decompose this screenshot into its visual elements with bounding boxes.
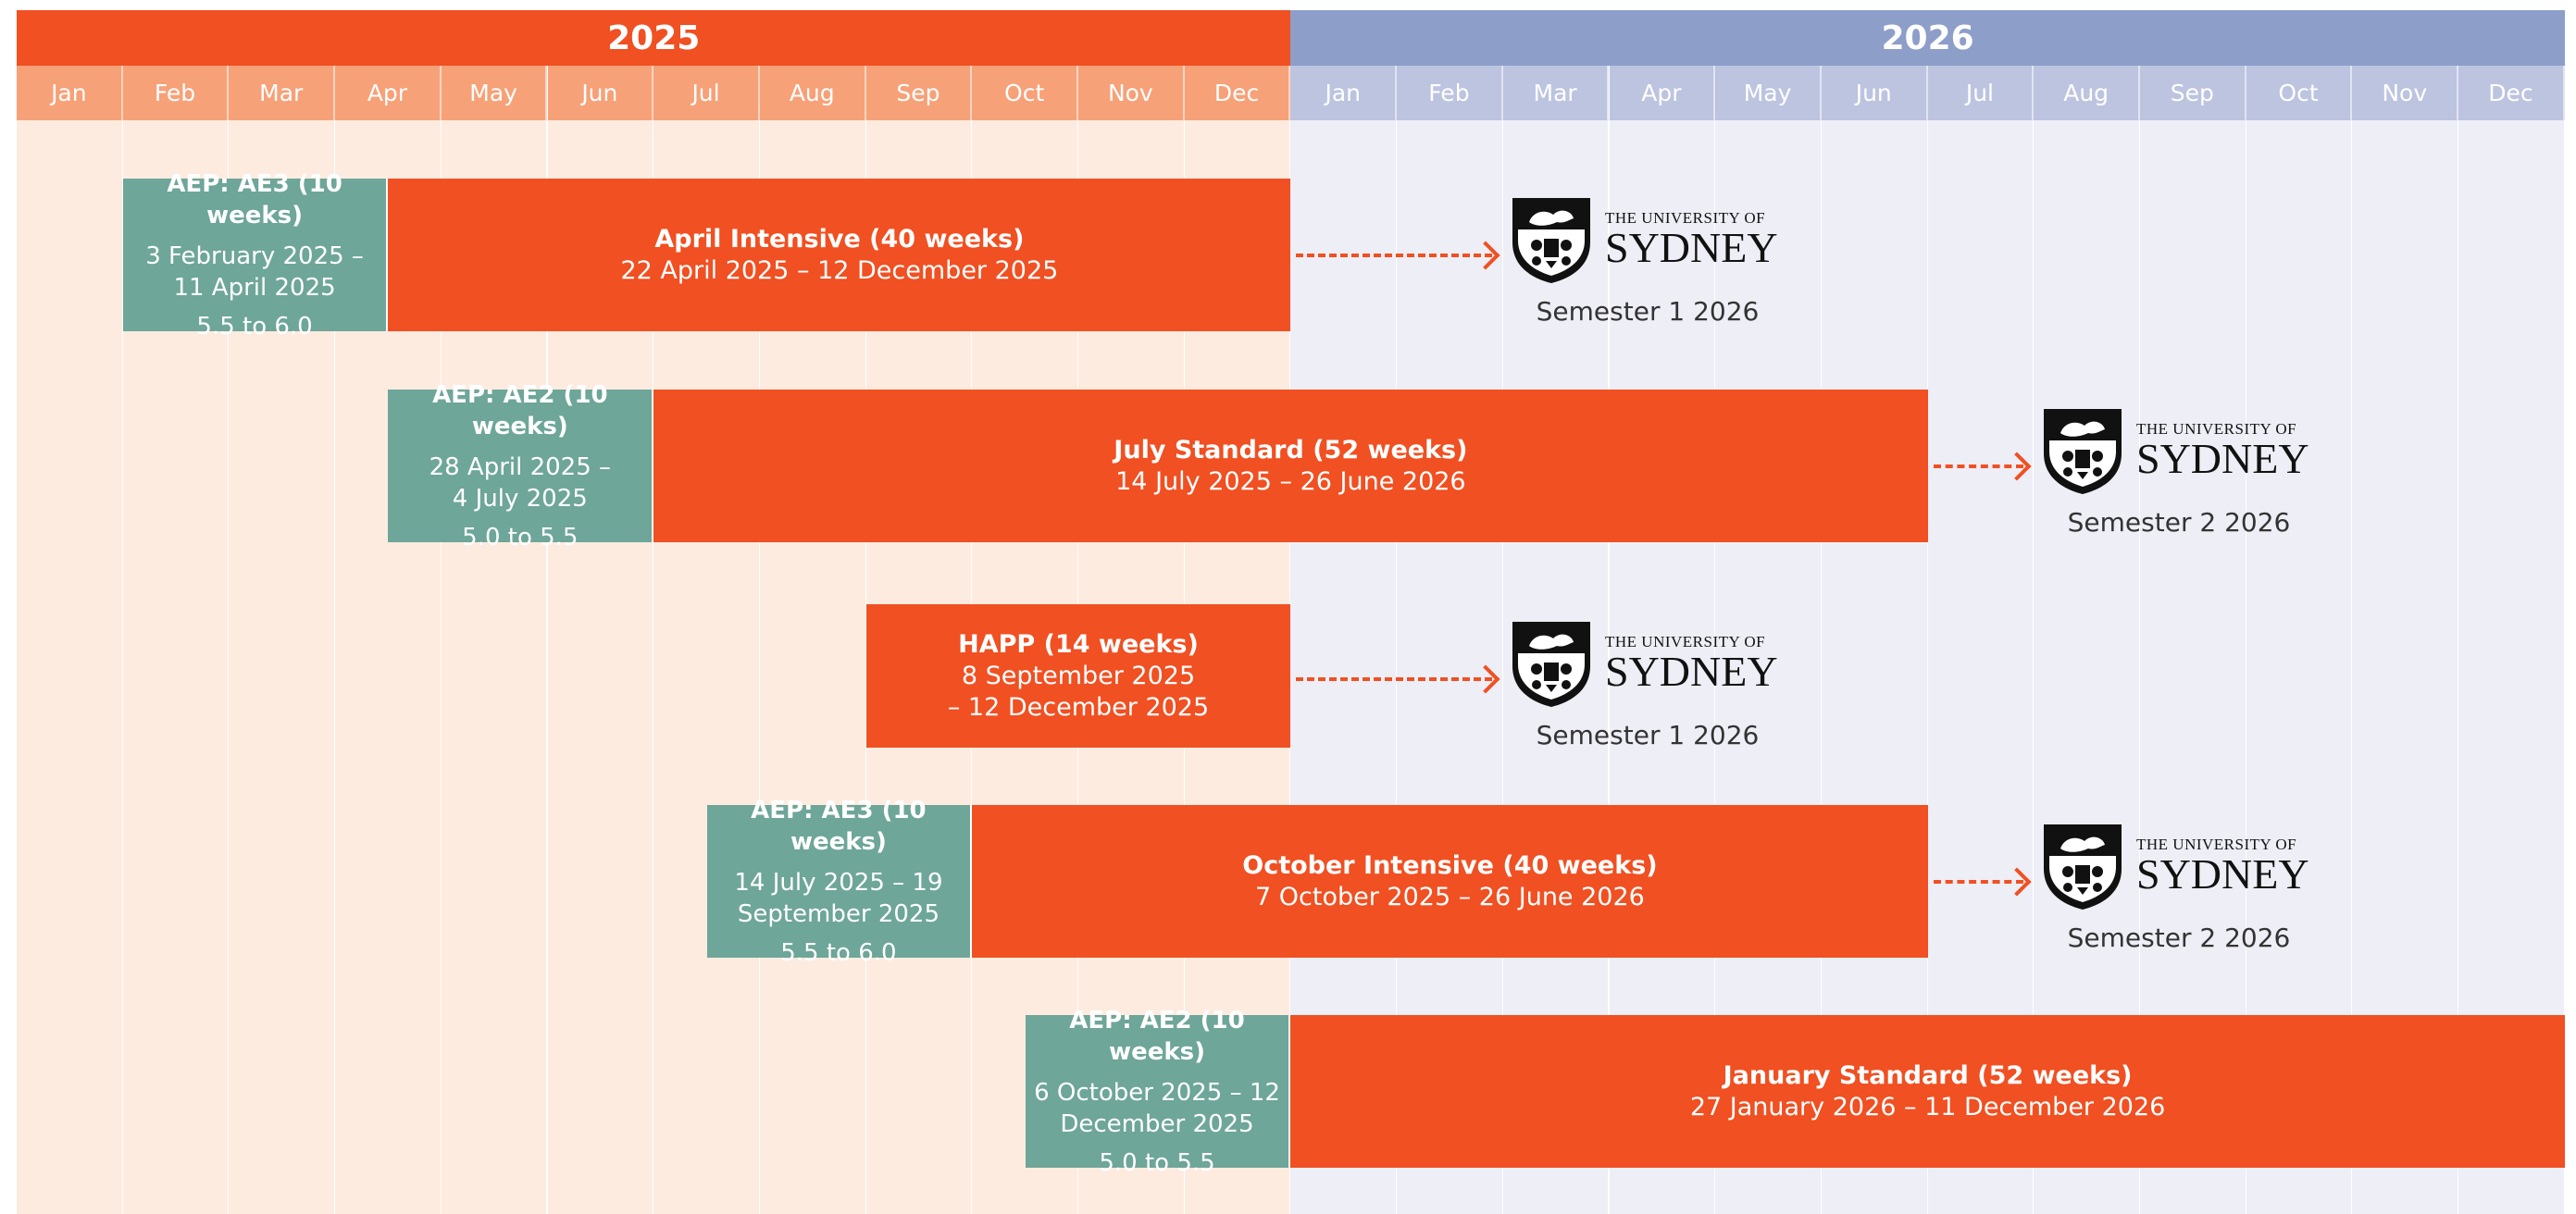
month-header-dec: Dec [1184,66,1291,120]
month-header-nov: Nov [1078,66,1185,120]
month-header-sep: Sep [2140,66,2246,120]
month-header-nov: Nov [2352,66,2459,120]
aep-course-block[interactable]: AEP: AE3 (10 weeks) 3 February 2025 –11 A… [122,170,389,341]
month-header-jun: Jun [1821,66,1928,120]
aep-course-ielts-band: 5.5 to 6.0 [780,938,897,967]
semester-label: Semester 1 2026 [1536,295,1760,327]
university-name-big: SYDNEY [2136,434,2309,482]
year-header-2025: 2025 [17,10,1291,66]
aep-course-title: AEP: AE2 (10 weeks) [1069,1006,1245,1066]
month-column-bg [17,120,123,1214]
month-header-may: May [441,66,548,120]
month-header-mar: Mar [1502,66,1610,120]
month-header-may: May [1715,66,1822,120]
university-crest-icon [2044,408,2122,494]
aep-course-ielts-band: 5.0 to 5.5 [1099,1148,1215,1177]
program-block[interactable]: HAPP (14 weeks)8 September 2025– 12 Dece… [865,604,1291,748]
program-block[interactable]: October Intensive (40 weeks)7 October 20… [972,805,1928,958]
program-dates: 14 July 2025 – 26 June 2026 [1115,466,1466,496]
program-block[interactable]: April Intensive (40 weeks)22 April 2025 … [388,179,1291,331]
program-title: October Intensive (40 weeks) [1242,850,1658,880]
dashed-arrow [1296,676,1492,681]
dashed-arrow [1933,464,2023,468]
aep-course-title: AEP: AE2 (10 weeks) [432,380,608,440]
program-dates: 7 October 2025 – 26 June 2026 [1255,882,1645,911]
university-name-big: SYDNEY [1605,647,1778,695]
program-dates: 27 January 2026 – 11 December 2026 [1689,1092,2166,1121]
semester-label: Semester 1 2026 [1536,719,1760,750]
month-header-mar: Mar [229,66,336,120]
university-name-big: SYDNEY [2136,849,2309,898]
month-header-oct: Oct [2246,66,2353,120]
university-name-small: THE UNIVERSITY OF [1605,632,1766,650]
program-dates: 8 September 2025– 12 December 2025 [947,661,1210,722]
program-title: July Standard (52 weeks) [1114,435,1468,465]
aep-course-dates: 28 April 2025 –4 July 2025 [429,452,612,513]
month-header-feb: Feb [122,66,230,120]
program-dates: 22 April 2025 – 12 December 2025 [620,255,1059,285]
month-header-aug: Aug [759,66,866,120]
month-header-aug: Aug [2034,66,2140,120]
program-title: January Standard (52 weeks) [1723,1060,2133,1090]
aep-course-title: AEP: AE3 (10 weeks) [167,169,342,229]
year-header-2026: 2026 [1290,10,2565,66]
month-header-jun: Jun [547,66,654,120]
month-header-dec: Dec [2458,66,2565,120]
program-block[interactable]: July Standard (52 weeks)14 July 2025 – 2… [653,390,1928,542]
university-name-small: THE UNIVERSITY OF [1605,208,1766,227]
month-header-feb: Feb [1397,66,1503,120]
program-block[interactable]: January Standard (52 weeks)27 January 20… [1290,1015,2565,1168]
aep-course-dates: 3 February 2025 –11 April 2025 [145,242,364,302]
month-header-apr: Apr [1609,66,1716,120]
aep-course-ielts-band: 5.5 to 6.0 [196,312,313,341]
semester-label: Semester 2 2026 [2067,922,2291,953]
dashed-arrow [1933,879,2023,884]
aep-course-ielts-band: 5.0 to 5.5 [462,523,579,551]
university-crest-icon [1512,621,1590,707]
university-name-small: THE UNIVERSITY OF [2136,835,2297,853]
month-header-jul: Jul [653,66,760,120]
university-name-big: SYDNEY [1605,223,1778,271]
university-name-small: THE UNIVERSITY OF [2136,419,2297,438]
aep-course-block[interactable]: AEP: AE2 (10 weeks) 28 April 2025 –4 July… [388,381,654,551]
dashed-arrow [1296,253,1492,257]
program-title: HAPP (14 weeks) [958,629,1199,659]
university-crest-icon [2044,824,2122,910]
month-header-oct: Oct [972,66,1078,120]
aep-course-title: AEP: AE3 (10 weeks) [751,796,927,856]
month-header-jul: Jul [1927,66,2035,120]
month-header-jan: Jan [17,66,123,120]
month-header-jan: Jan [1290,66,1398,120]
semester-label: Semester 2 2026 [2067,506,2291,538]
university-crest-icon [1512,197,1590,283]
month-header-sep: Sep [865,66,973,120]
month-header-apr: Apr [335,66,442,120]
program-title: April Intensive (40 weeks) [654,224,1025,254]
